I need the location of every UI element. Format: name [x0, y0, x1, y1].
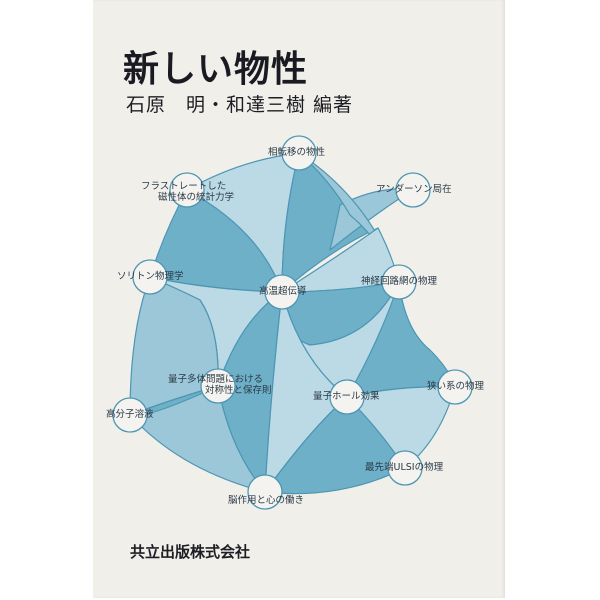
region-lower-dark	[264, 396, 406, 495]
label-ulsi: 最先端ULSIの物理	[365, 462, 444, 473]
label-soliton: ソリトン物理学	[117, 271, 184, 282]
node-qhe	[329, 379, 365, 415]
node-narrow	[437, 369, 473, 405]
label-qhe: 量子ホール効果	[313, 391, 380, 402]
label-narrow: 狭い系の物理	[427, 381, 485, 392]
book-authors: 石原 明・和達三樹 編著	[126, 94, 354, 116]
node-many-body	[200, 368, 236, 404]
label-many-body-line2: 対称性と保存則	[205, 385, 272, 396]
node-soliton	[132, 259, 168, 295]
publisher-name: 共立出版株式会社	[130, 543, 251, 561]
label-frustrated-magnet-line2: 磁性体の統計力学	[158, 192, 235, 203]
node-brain	[247, 474, 283, 510]
node-frustrated-magnet	[169, 172, 205, 208]
label-neural-net: 神経回路網の物理	[361, 276, 438, 287]
node-phase-transition	[281, 135, 317, 171]
node-anderson	[395, 172, 431, 208]
label-polymer: 高分子溶液	[106, 409, 154, 420]
label-frustrated-magnet-line1: フラストレートした	[141, 181, 227, 192]
label-many-body-line1: 量子多体問題における	[168, 374, 264, 385]
book-title: 新しい物性	[123, 49, 309, 90]
node-ulsi	[387, 450, 423, 486]
label-htsc: 高温超伝導	[259, 286, 307, 297]
node-htsc	[264, 274, 300, 310]
node-polymer	[112, 397, 148, 433]
region-lower-left-mid	[129, 385, 266, 493]
node-neural-net	[381, 264, 417, 300]
label-anderson: アンダーソン局在	[376, 184, 452, 195]
label-brain: 脳作用と心の働き	[228, 495, 305, 506]
label-phase-transition: 相転移の物性	[268, 147, 326, 158]
